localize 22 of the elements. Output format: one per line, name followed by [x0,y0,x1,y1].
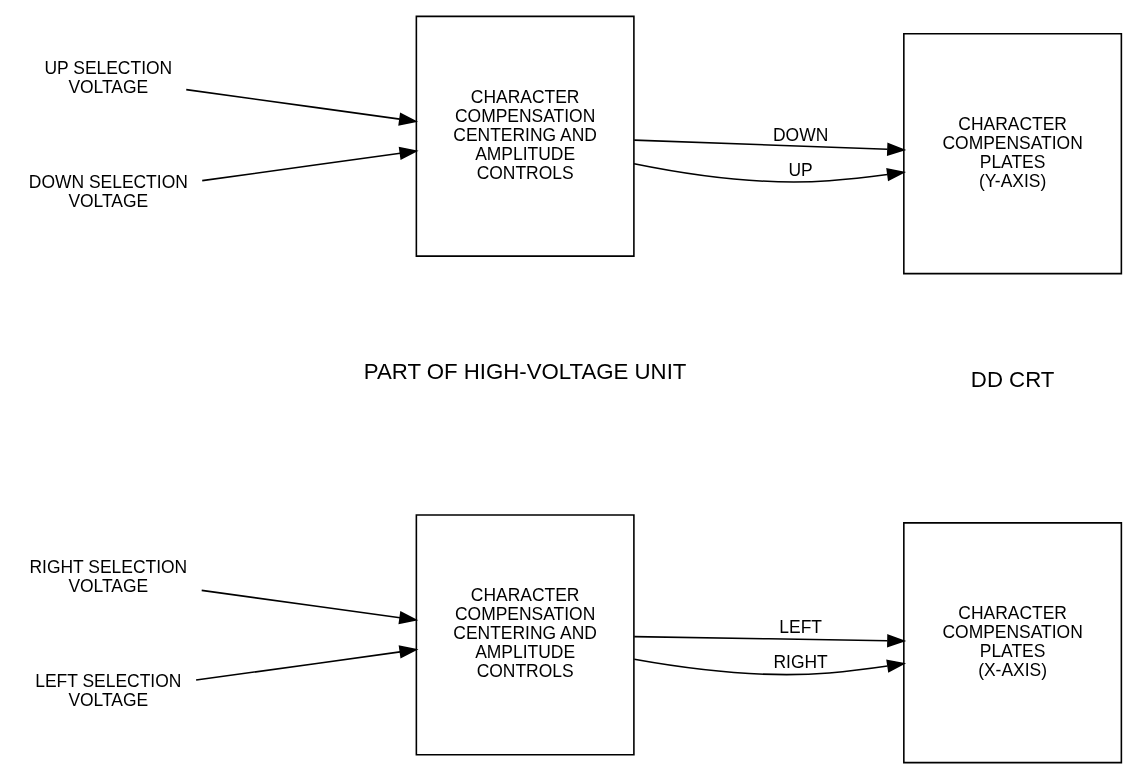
label: PART OF HIGH-VOLTAGE UNIT [363,358,687,384]
node-text: DOWN SELECTION VOLTAGE [28,172,188,212]
node-box: CHARACTER COMPENSATION CENTERING AND AMPLITUDE CONTROLS [415,514,635,756]
arrow [185,88,419,126]
arrow [195,645,419,681]
edge-label: LEFT [779,616,822,637]
arrow [201,146,419,182]
arrow [633,139,907,156]
node-text: UP SELECTION VOLTAGE [44,57,173,98]
arrow [633,162,906,183]
arrow [633,634,907,648]
arrow [633,658,907,676]
arrow [200,589,419,625]
label: DD CRT [970,366,1055,392]
node-text: RIGHT SELECTION VOLTAGE [29,556,188,596]
node-box: CHARACTER COMPENSATION PLATES (Y-AXIS) [903,33,1123,275]
node-text: LEFT SELECTION VOLTAGE [35,670,182,710]
edge-label: DOWN [772,124,829,145]
node-box: CHARACTER COMPENSATION CENTERING AND AMPLITUDE CONTROLS [415,15,635,257]
edge-label: UP [788,159,813,180]
node-box: CHARACTER COMPENSATION PLATES (X-AXIS) [903,522,1123,764]
edge-label: RIGHT [773,651,828,672]
